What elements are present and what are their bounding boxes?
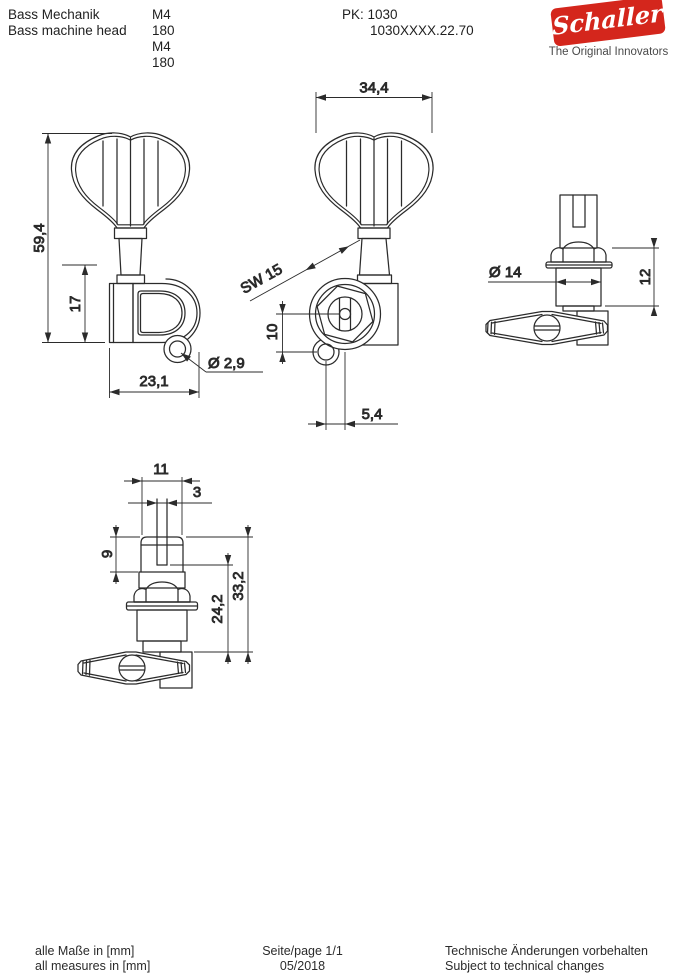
string-post-side (559, 194, 598, 249)
units-note-en: all measures in [mm] (35, 958, 151, 973)
dim-housing-height: 17 (67, 296, 84, 313)
dim-wrench-size: SW 15 (238, 261, 286, 298)
key-screw-bottom (118, 654, 146, 682)
butterfly-key-edge-bottom (77, 651, 191, 685)
units-note: alle Maße in [mm] all measures in [mm] (35, 944, 150, 973)
hex-nut-side (550, 241, 607, 263)
order-number: 1030XXXX.22.70 (370, 23, 474, 38)
pk-number: PK: 1030 (342, 7, 398, 22)
post-side-view-drawing (485, 194, 613, 346)
side-view-dimensions: 59,4 17 23,1 Ø 2,9 (31, 133, 263, 398)
gear-housing-front (308, 277, 399, 366)
washer-side (545, 261, 613, 269)
dim-post-top-height: 9 (99, 550, 116, 558)
part-number-block: PK: 1030 1030XXXX.22.70 (342, 7, 474, 39)
product-name-en: Bass machine head (8, 23, 127, 38)
string-post-front (138, 498, 186, 589)
bushing-front-view (136, 609, 188, 642)
gear-housing-side (108, 278, 201, 364)
change-notice: Technische Änderungen vorbehalten Subjec… (445, 944, 648, 973)
dim-total-height: 59,4 (31, 223, 48, 252)
change-notice-en: Subject to technical changes (445, 958, 605, 973)
brand-block: Schaller The Original Innovators (546, 0, 671, 58)
model-number-de: M4 180 (152, 7, 175, 38)
post-front-view-drawing (77, 498, 199, 689)
dim-post-width: 11 (153, 461, 169, 478)
hex-nut-front-view (133, 581, 191, 603)
post-front-dimensions: 11 3 9 24,2 33,2 (99, 461, 253, 664)
units-note-de: alle Maße in [mm] (35, 944, 135, 958)
dim-bushing-dia: Ø 14 (489, 264, 522, 281)
bushing-side (555, 267, 602, 307)
butterfly-key-front (315, 133, 433, 228)
dim-post-below-slot: 24,2 (209, 594, 226, 623)
model-number-en: M4 180 (152, 39, 175, 70)
page-info: Seite/page 1/1 05/2018 (230, 944, 375, 973)
side-view-drawing (71, 133, 201, 364)
dim-hole-offset-y: 10 (264, 324, 281, 341)
key-screw (533, 314, 561, 342)
product-names: Bass Mechanik Bass machine head (8, 7, 127, 39)
model-numbers: M4 180 M4 180 (152, 7, 175, 71)
key-shaft-front (356, 227, 393, 285)
revision-date: 05/2018 (279, 958, 326, 973)
key-shaft-side (113, 227, 148, 285)
front-view-dimensions: 34,4 SW 15 10 5,4 (237, 79, 433, 430)
dim-hole-offset-x: 5,4 (362, 406, 383, 423)
page-number: Seite/page 1/1 (262, 944, 343, 958)
dim-key-width: 34,4 (359, 80, 388, 97)
washer-front-view (125, 601, 199, 611)
butterfly-key-edge (485, 310, 609, 346)
dim-mount-hole-dia: Ø 2,9 (208, 355, 245, 372)
post-side-dimensions: Ø 14 12 (488, 238, 659, 316)
dim-housing-width: 23,1 (139, 373, 168, 390)
dim-post-total-height: 33,2 (230, 571, 247, 600)
screw-hole-front (317, 343, 335, 361)
product-title-block: Bass Mechanik Bass machine head M4 180 M… (8, 7, 175, 70)
mount-hole (168, 340, 187, 358)
front-view-drawing (308, 133, 434, 366)
hex-nut-front (316, 285, 374, 343)
technical-drawing: 59,4 17 23,1 Ø 2,9 (31, 79, 659, 689)
post-center-hole (338, 307, 352, 321)
product-name-de: Bass Mechanik (8, 7, 100, 22)
change-notice-de: Technische Änderungen vorbehalten (445, 944, 648, 958)
dim-slot-width: 3 (193, 484, 201, 501)
dim-bushing-length: 12 (637, 269, 654, 286)
butterfly-key-side (71, 133, 189, 228)
brand-tagline: The Original Innovators (548, 46, 669, 58)
